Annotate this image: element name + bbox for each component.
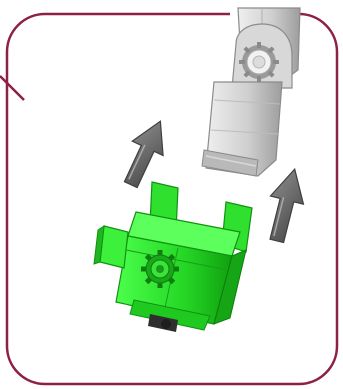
gear-icon <box>141 250 179 288</box>
gear-icon <box>239 42 279 82</box>
